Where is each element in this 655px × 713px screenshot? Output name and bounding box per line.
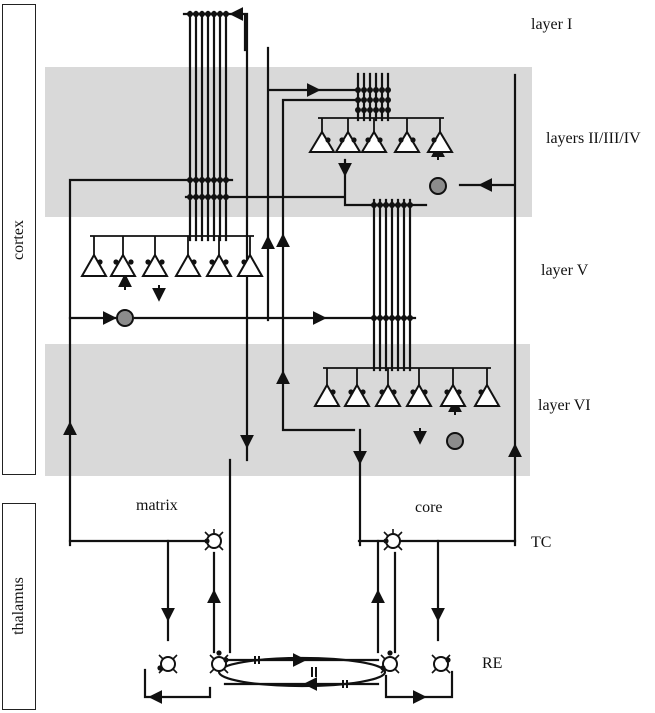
interneurons <box>116 177 464 450</box>
re-cell <box>382 656 398 672</box>
core-tc-down <box>376 539 440 654</box>
thalamus-side-box <box>2 503 36 710</box>
re-cell <box>433 656 449 672</box>
pyramidal-cell <box>141 252 169 277</box>
re-cell <box>211 656 227 672</box>
thalamic-cells <box>160 533 449 672</box>
thalamic-dendrites <box>158 529 451 674</box>
matrix-tc-down <box>166 458 232 654</box>
cortex-side-box <box>2 4 36 475</box>
band-layers-2-3-4 <box>45 67 532 217</box>
band-layer-6 <box>45 344 530 476</box>
re-label: RE <box>482 655 503 672</box>
pyramidal-cell <box>405 382 433 407</box>
dendrites <box>90 117 491 385</box>
pyramidal-cells-l6 <box>313 382 501 407</box>
re-loop-left <box>143 668 212 699</box>
layers-2-3-4-label: layers II/III/IV <box>546 130 641 147</box>
pyramidal-cells-l5 <box>80 252 264 277</box>
wiring-lines <box>68 10 517 699</box>
core-label: core <box>415 499 443 516</box>
pyramidal-cell <box>205 252 233 277</box>
pyramidal-cell <box>109 252 137 277</box>
interneuron-l5 <box>116 309 134 327</box>
matrix-axon-bundle <box>188 10 228 242</box>
core-axon-bundle <box>372 198 412 372</box>
pyramidal-cell <box>439 382 467 407</box>
pyramidal-cell <box>343 382 371 407</box>
pyramidal-cell <box>313 382 341 407</box>
interneuron-l6 <box>446 432 464 450</box>
tc-label: TC <box>531 534 552 551</box>
pyramidal-cell <box>374 382 402 407</box>
re-loop-right <box>384 670 454 699</box>
matrix-label: matrix <box>136 497 178 514</box>
interneuron-l234 <box>429 177 447 195</box>
layer-5-label: layer V <box>541 262 589 279</box>
re-cell <box>160 656 176 672</box>
pyramidal-cell <box>473 382 501 407</box>
layer-1-label: layer I <box>531 16 573 33</box>
thalamic-synapse-dots <box>157 538 451 671</box>
synapse-dots <box>97 11 484 395</box>
re-link-ellipse <box>217 656 387 688</box>
layer-6-label: layer VI <box>538 397 591 414</box>
pyramidal-cell <box>174 252 202 277</box>
pyramidal-cells-l234 <box>308 130 454 153</box>
pyramidal-cell <box>80 252 108 277</box>
gap-junctions <box>254 656 348 688</box>
pyramidal-cell <box>236 252 264 277</box>
